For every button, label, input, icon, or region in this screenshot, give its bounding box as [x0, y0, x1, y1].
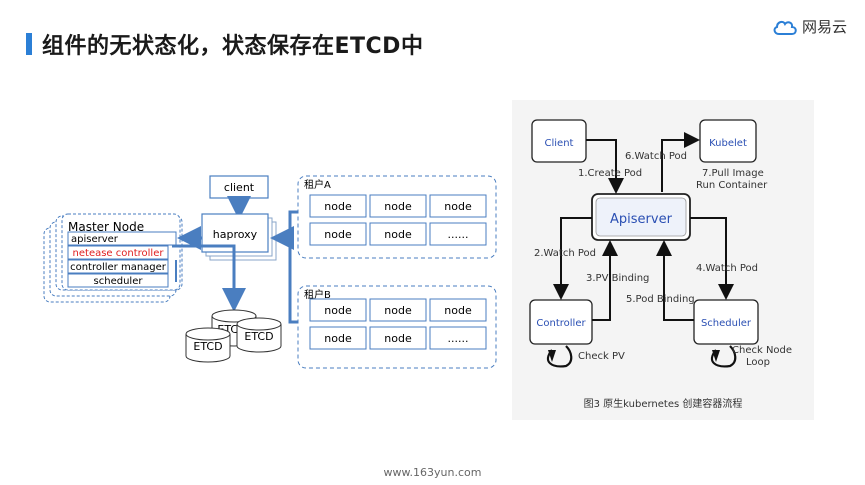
scheduler-label: scheduler	[94, 276, 144, 287]
watch-pod-6-label: 6.Watch Pod	[625, 151, 687, 162]
client-label: client	[224, 181, 255, 194]
pull-image-label: 7.Pull Image	[702, 168, 764, 179]
tenant-b-group: 租户B node node node node node ......	[297, 285, 497, 369]
etcd-label: ETCD	[193, 340, 222, 353]
tenant-a-group: 租户A node node node node node ......	[297, 175, 497, 259]
etcd-cluster: ETCD ETCD ETCD	[185, 309, 282, 363]
netease-controller-label: netease controller	[73, 248, 165, 259]
kubernetes-flow-diagram: Client Kubelet Apiserver Controller Sche…	[529, 119, 792, 410]
cloud-icon	[773, 20, 797, 35]
pod-binding-label: 5.Pod Binding	[626, 294, 695, 305]
watch-pod-2-edge	[553, 217, 592, 300]
apiserver-node-label: Apiserver	[610, 212, 673, 227]
apiserver-label: apiserver	[71, 234, 119, 245]
controller-manager-label: controller manager	[70, 262, 167, 273]
pod-binding-edge	[656, 240, 694, 321]
node-label: node	[444, 200, 472, 213]
etcd-label: ETCD	[244, 330, 273, 343]
node-label: node	[384, 332, 412, 345]
apiserver-etcd-arrow	[172, 244, 246, 312]
create-pod-label: 1.Create Pod	[578, 168, 642, 179]
title-accent-bar	[26, 33, 32, 55]
tenant-connector	[288, 210, 298, 324]
master-node-group: Master Node apiserver netease controller…	[43, 213, 183, 303]
client-box: client	[209, 175, 269, 199]
node-label: node	[324, 304, 352, 317]
node-label: node	[384, 200, 412, 213]
check-node-label: Check Node	[732, 345, 792, 356]
controller-node: Controller	[529, 299, 593, 345]
tenant-a-label: 租户A	[304, 178, 331, 191]
scheduler-node: Scheduler	[693, 299, 759, 345]
node-label: node	[444, 304, 472, 317]
create-pod-edge	[586, 139, 624, 194]
client-node-label: Client	[545, 138, 574, 149]
left-architecture-diagram: client haproxy Master Node apiserver net…	[43, 175, 497, 369]
kubernetes-flow-panel: Client Kubelet Apiserver Controller Sche…	[512, 100, 814, 420]
etcd-cylinder: ETCD	[185, 327, 231, 363]
watch-pod-2-label: 2.Watch Pod	[534, 248, 596, 259]
logo-text: 网易云	[802, 18, 848, 36]
watch-pod-4-label: 4.Watch Pod	[696, 263, 758, 274]
pv-binding-edge	[592, 240, 618, 321]
master-node-title: Master Node	[68, 220, 144, 234]
check-pv-label: Check PV	[578, 351, 625, 362]
check-node-loop	[710, 345, 737, 368]
logo: 网易云	[772, 16, 847, 37]
node-label: ......	[448, 332, 469, 345]
node-label: node	[324, 200, 352, 213]
check-pv-loop	[546, 345, 573, 368]
watch-pod-4-edge	[690, 217, 734, 300]
page-title: 组件的无状态化，状态保存在ETCD中	[42, 34, 424, 59]
haproxy-label: haproxy	[213, 228, 258, 241]
apiserver-node: Apiserver	[591, 193, 691, 241]
node-label: node	[324, 228, 352, 241]
loop-label: Loop	[746, 357, 770, 368]
pv-binding-label: 3.PV Binding	[586, 273, 649, 284]
kubelet-node: Kubelet	[699, 119, 757, 163]
run-container-label: Run Container	[696, 180, 768, 191]
node-label: node	[384, 228, 412, 241]
node-label: node	[324, 332, 352, 345]
scheduler-node-label: Scheduler	[701, 318, 752, 329]
etcd-cylinder: ETCD	[236, 317, 282, 353]
check-node-loop-arrow	[712, 350, 720, 362]
figure-caption: 图3 原生kubernetes 创建容器流程	[584, 397, 743, 410]
footer-url: www.163yun.com	[383, 466, 482, 479]
controller-node-label: Controller	[536, 318, 586, 329]
tenant-b-label: 租户B	[304, 288, 331, 301]
node-label: ......	[448, 228, 469, 241]
node-label: node	[384, 304, 412, 317]
kubelet-node-label: Kubelet	[709, 138, 747, 149]
watch-pod-6-edge	[661, 132, 700, 192]
haproxy-box: haproxy	[201, 213, 277, 261]
client-node: Client	[531, 119, 587, 163]
